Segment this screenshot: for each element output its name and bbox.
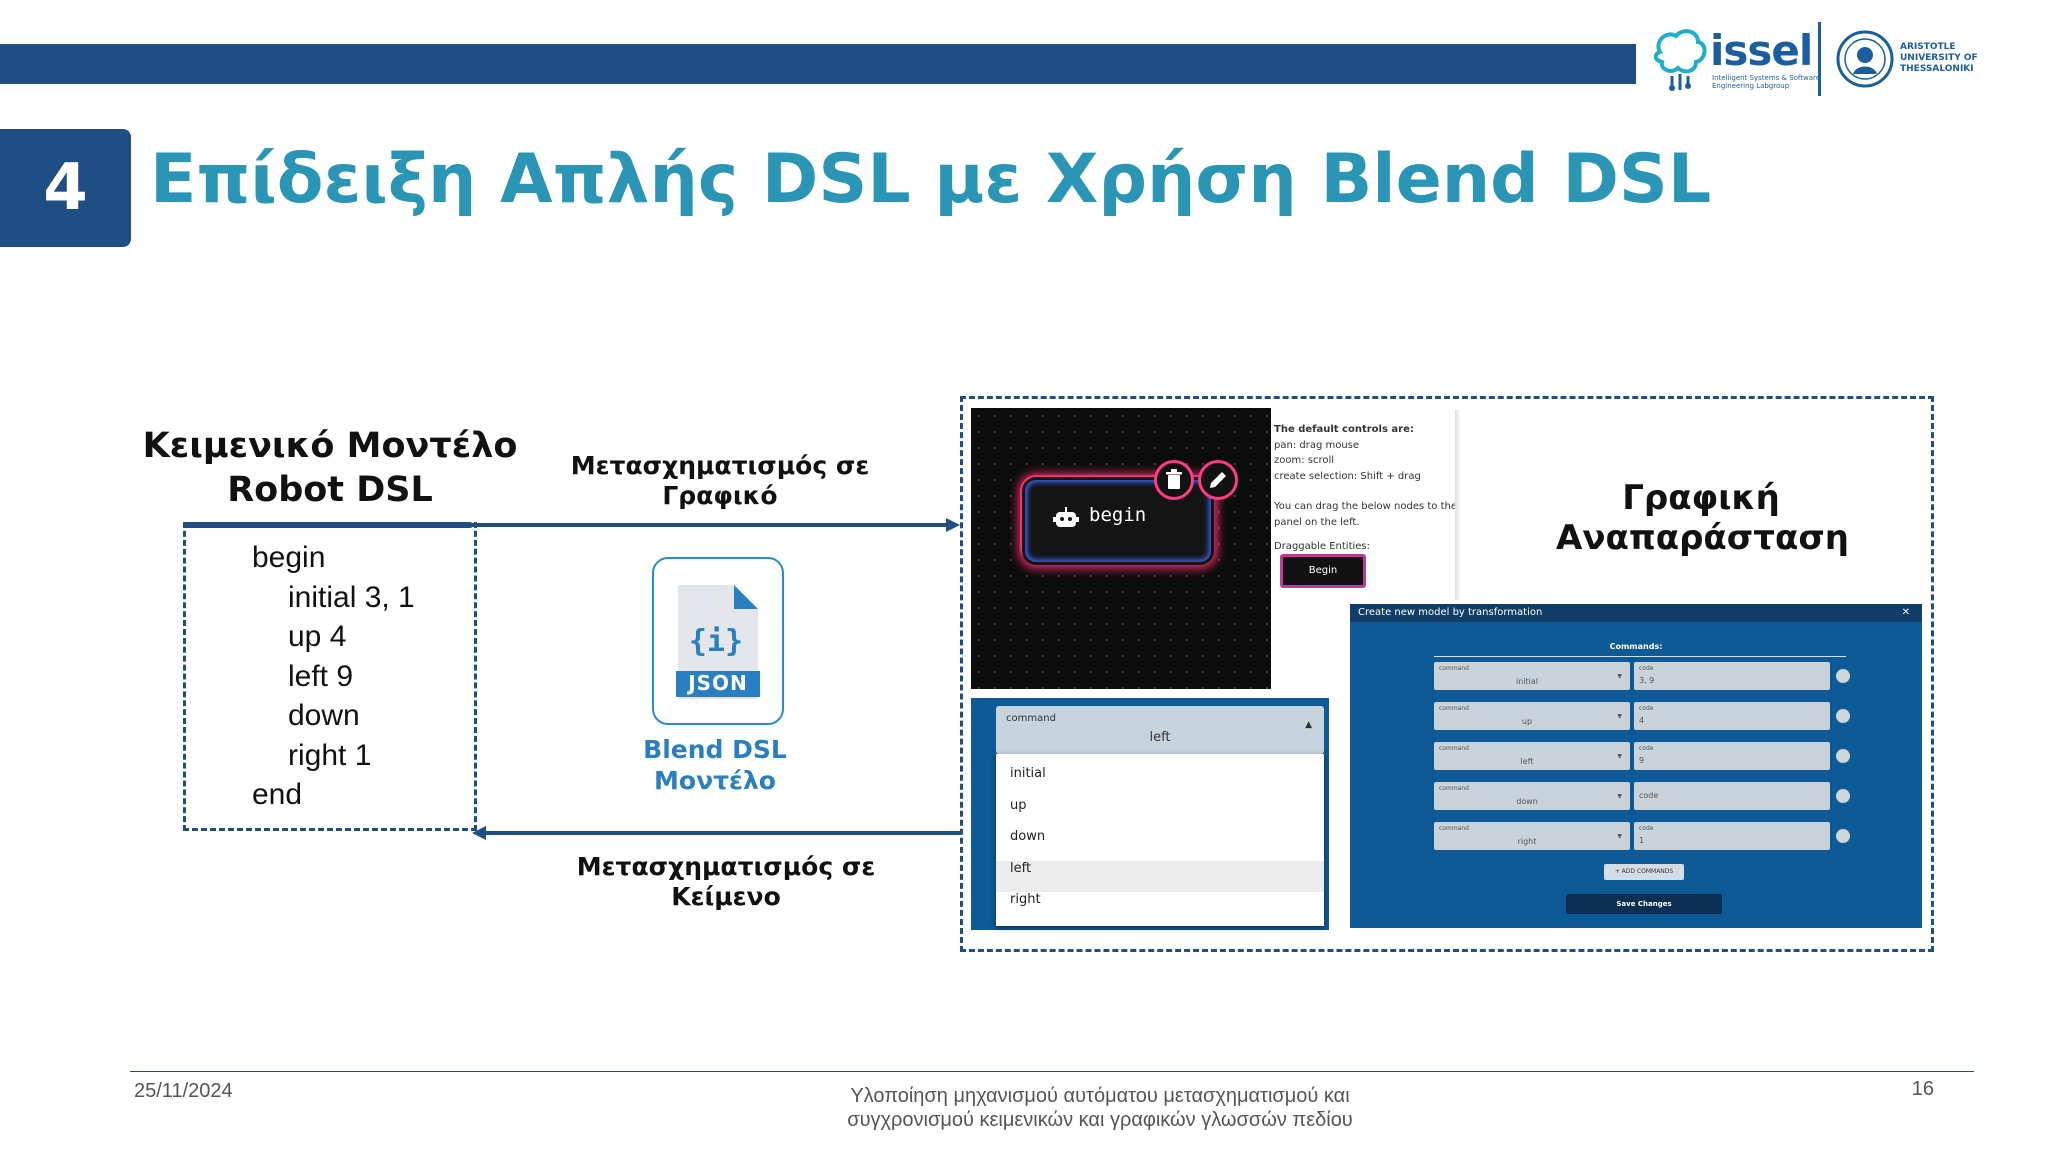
commands-label: Commands: — [1609, 642, 1663, 651]
panel-divider — [1455, 410, 1461, 600]
row-command-select[interactable]: command down ▼ — [1434, 782, 1630, 810]
delete-node-button[interactable] — [1154, 460, 1194, 500]
arrow-to-text-head — [472, 826, 486, 840]
university-logo: ARISTOTLE UNIVERSITY OF THESSALONIKI — [1836, 28, 1986, 92]
row-command-select[interactable]: command left ▼ — [1434, 742, 1630, 770]
dialog-header: Create new model by transformation ✕ — [1350, 604, 1922, 622]
chevron-down-icon: ▼ — [1617, 753, 1622, 760]
logo-divider — [1818, 22, 1821, 96]
save-changes-button[interactable]: Save Changes — [1566, 894, 1722, 914]
code-line: end — [252, 778, 303, 811]
option-down[interactable]: down — [1010, 829, 1046, 844]
arrow-to-graphic-head — [946, 518, 960, 532]
chevron-up-icon: ▲ — [1305, 720, 1312, 730]
code-line: initial 3, 1 — [288, 580, 415, 614]
option-right[interactable]: right — [1010, 892, 1041, 907]
chevron-down-icon: ▼ — [1617, 833, 1622, 840]
to-text-label: Μετασχηματισμός σε Κείμενο — [576, 852, 876, 911]
university-seal-icon — [1836, 30, 1894, 88]
code-line: left 9 — [288, 659, 354, 693]
draggable-begin-entity[interactable]: Begin — [1280, 554, 1366, 588]
to-graphic-label: Μετασχηματισμός σε Γραφικό — [570, 451, 870, 510]
transformation-arrows — [470, 518, 960, 840]
command-rows: command initial ▼ code 3, 9 command up ▼… — [1434, 662, 1914, 862]
slide-title: Επίδειξη Απλής DSL με Χρήση Blend DSL — [150, 140, 1712, 219]
edit-node-button[interactable] — [1198, 460, 1238, 500]
remove-row-icon[interactable] — [1836, 669, 1850, 683]
code-line: begin — [252, 541, 326, 574]
chevron-down-icon: ▼ — [1617, 793, 1622, 800]
robot-dsl-code: begin initial 3, 1 up 4 left 9 down righ… — [252, 538, 415, 815]
text-model-title: Κειμενικό Μοντέλο Robot DSL — [142, 426, 518, 510]
row-code-field[interactable]: code 3, 9 — [1634, 662, 1830, 690]
issel-logo: issel Intelligent Systems & Software Eng… — [1650, 20, 1830, 96]
row-code-field[interactable]: code 4 — [1634, 702, 1830, 730]
code-line: down — [288, 699, 360, 732]
graphic-frame — [960, 396, 1934, 952]
option-up[interactable]: up — [1010, 797, 1027, 813]
footer-date: 25/11/2024 — [134, 1080, 233, 1102]
robot-icon — [1053, 507, 1079, 527]
code-box-top-border — [183, 522, 473, 528]
footer-subtitle: Υλοποίηση μηχανισμού αυτόματου μετασχημα… — [847, 1085, 1353, 1131]
trash-icon — [1166, 469, 1182, 489]
row-command-select[interactable]: command right ▼ — [1434, 822, 1630, 850]
remove-row-icon[interactable] — [1836, 709, 1850, 723]
chevron-down-icon: ▼ — [1617, 713, 1622, 720]
section-number: 4 — [0, 129, 131, 247]
row-code-field[interactable]: code 9 — [1634, 742, 1830, 770]
row-command-select[interactable]: command up ▼ — [1434, 702, 1630, 730]
command-select[interactable]: command left ▲ — [996, 706, 1324, 754]
brain-icon — [1653, 29, 1707, 91]
graphic-representation-label: Γραφική Αναπαράσταση — [1556, 478, 1850, 558]
option-left[interactable]: left — [996, 860, 1324, 892]
chevron-down-icon: ▼ — [1617, 673, 1622, 680]
blend-model-caption: Blend DSL Μοντέλο — [643, 735, 787, 795]
controls-panel: The default controls are: pan: drag mous… — [1274, 424, 1457, 552]
command-options-list: initial up down left right — [996, 754, 1324, 926]
page-number: 16 — [1911, 1078, 1934, 1100]
code-box — [183, 522, 477, 831]
close-icon[interactable]: ✕ — [1901, 607, 1910, 618]
header-bar — [0, 44, 1636, 84]
json-label: JSON — [688, 671, 748, 695]
option-initial[interactable]: initial — [1010, 766, 1046, 781]
add-commands-button[interactable]: + ADD COMMANDS — [1604, 864, 1684, 880]
remove-row-icon[interactable] — [1836, 829, 1850, 843]
remove-row-icon[interactable] — [1836, 749, 1850, 763]
row-code-field[interactable]: code 1 — [1634, 822, 1830, 850]
university-name: ARISTOTLE UNIVERSITY OF THESSALONIKI — [1900, 42, 1978, 74]
logo-text: issel — [1710, 26, 1813, 75]
commands-divider — [1434, 656, 1846, 657]
row-code-field[interactable]: code — [1634, 782, 1830, 810]
footer-divider — [130, 1071, 1974, 1072]
logo-subtitle: Intelligent Systems & Software Engineeri… — [1712, 74, 1821, 90]
code-line: up 4 — [288, 620, 347, 653]
node-label: begin — [1089, 504, 1147, 526]
svg-text:{i}: {i} — [689, 624, 743, 659]
json-file-card: {i} JSON — [652, 557, 784, 725]
row-command-select[interactable]: command initial ▼ — [1434, 662, 1630, 690]
code-line: right 1 — [288, 738, 372, 772]
json-file-icon: {i} — [676, 585, 760, 699]
dialog-title: Create new model by transformation — [1358, 607, 1543, 618]
pencil-icon — [1210, 472, 1226, 488]
remove-row-icon[interactable] — [1836, 789, 1850, 803]
